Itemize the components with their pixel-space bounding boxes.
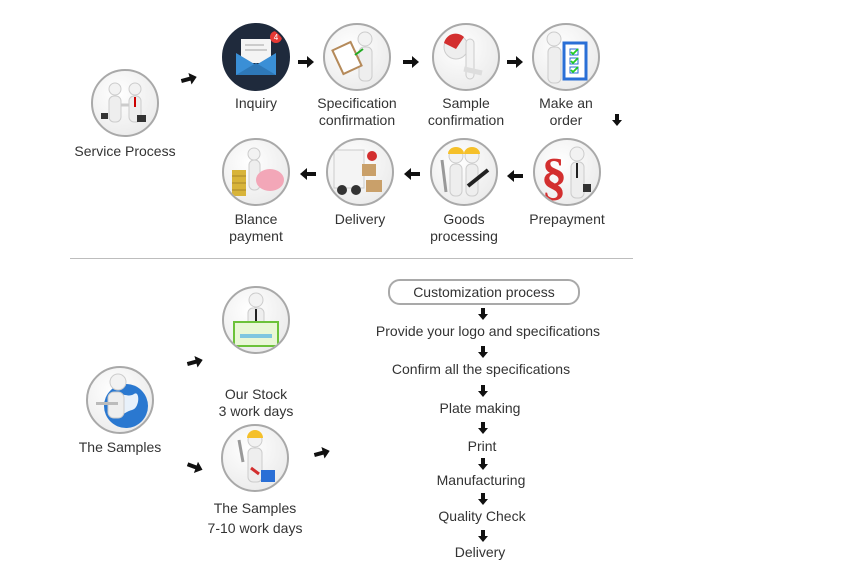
- step-prepayment-label: Prepayment: [529, 211, 605, 227]
- customization-step: Quality Check: [438, 508, 526, 524]
- arrow-right-icon: [298, 56, 314, 68]
- section-divider: [70, 258, 633, 259]
- service-process-label: Service Process: [74, 143, 176, 159]
- clipboard-figure-icon: [323, 23, 391, 91]
- arrow-right-icon: [403, 56, 419, 68]
- customization-step: Manufacturing: [436, 472, 526, 488]
- arrow-down-icon: [478, 493, 488, 505]
- samples-custom-label: The Samples 7-10 work days: [207, 500, 303, 536]
- arrow-right-icon: [507, 56, 523, 68]
- svg-text:§: §: [541, 149, 567, 204]
- step-sample-label: Sample confirmation: [427, 95, 505, 128]
- step-make-order-label: Make an order: [539, 95, 593, 128]
- arrow-down-icon: [612, 114, 622, 126]
- arrow-left-icon: [404, 168, 420, 180]
- samples-start-label: The Samples: [78, 439, 162, 455]
- arrow-down-icon: [478, 385, 488, 397]
- arrow-down-icon: [478, 308, 488, 320]
- svg-text:4: 4: [274, 33, 279, 42]
- customization-step: Provide your logo and specifications: [375, 323, 601, 339]
- globe-laptop-figure-icon: [86, 366, 154, 434]
- step-delivery-label: Delivery: [334, 211, 386, 227]
- arrow-down-icon: [478, 458, 488, 470]
- coins-piggy-bank-icon: [222, 138, 290, 206]
- paragraph-figure-icon: §: [533, 138, 601, 206]
- checklist-figure-icon: [532, 23, 600, 91]
- step-goods-processing-label: Goods processing: [430, 211, 498, 244]
- arrow-right-icon: [186, 354, 205, 370]
- handshake-icon: [91, 69, 159, 137]
- step-specification-label: Specification confirmation: [317, 95, 397, 128]
- workers-tools-icon: [430, 138, 498, 206]
- customization-step: Confirm all the specifications: [391, 361, 571, 377]
- customization-step: Plate making: [439, 400, 521, 416]
- thinking-figure-icon: [432, 23, 500, 91]
- customization-step: Print: [467, 438, 497, 454]
- arrow-down-icon: [478, 530, 488, 542]
- arrow-right-icon: [313, 445, 332, 461]
- our-stock-label: Our Stock 3 work days: [218, 386, 294, 419]
- customization-title: Customization process: [388, 279, 580, 305]
- arrow-right-icon: [185, 459, 204, 476]
- step-inquiry-label: Inquiry: [234, 95, 278, 111]
- customization-step: Delivery: [454, 544, 506, 560]
- arrow-down-icon: [478, 422, 488, 434]
- step-balance-payment-label: Blance payment: [229, 211, 283, 244]
- arrow-right-icon: [180, 71, 199, 87]
- arrow-left-icon: [300, 168, 316, 180]
- envelope-icon: 4: [222, 23, 290, 91]
- download-figure-icon: [222, 286, 290, 354]
- worker-toolbox-icon: [221, 424, 289, 492]
- arrow-left-icon: [507, 170, 523, 182]
- arrow-down-icon: [478, 346, 488, 358]
- delivery-truck-icon: [326, 138, 394, 206]
